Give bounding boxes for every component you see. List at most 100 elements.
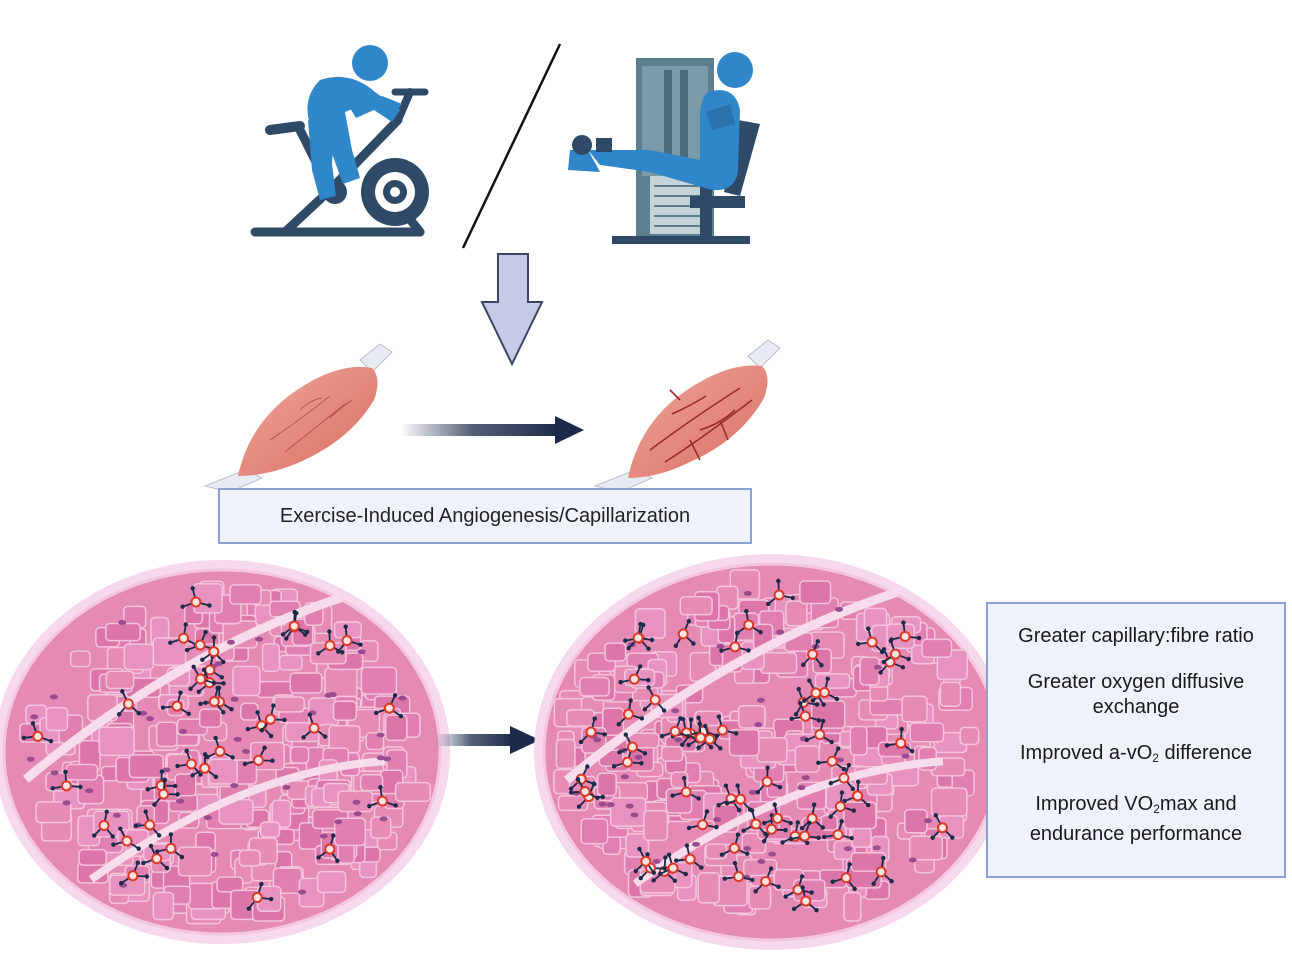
fascia-separator (563, 587, 899, 784)
diffusion-arrowhead (576, 804, 582, 809)
diffusion-arrowhead (672, 878, 678, 883)
capillary (122, 698, 134, 710)
capillary (799, 830, 811, 842)
diffusion-arrowhead (661, 708, 667, 713)
diffusion-arrowhead (398, 713, 404, 719)
fibre-cell (105, 670, 135, 690)
diffusion-arrowhead (156, 833, 162, 838)
diffusion-arrowhead (790, 595, 795, 601)
capillary (761, 776, 773, 788)
nucleus (692, 841, 701, 847)
capillary (832, 829, 844, 841)
diffusion-arrowhead (821, 702, 826, 707)
fibre-cell (580, 818, 609, 845)
diffusion-arrowhead (714, 825, 719, 830)
diffusion-arrowhead (259, 881, 264, 887)
diffusion-arrowhead (626, 646, 631, 651)
nucleus (756, 697, 765, 703)
fibre-cell (901, 695, 928, 723)
nucleus (210, 851, 219, 857)
capillary (760, 875, 772, 887)
diffusion-arrowhead (575, 777, 581, 782)
capillary (735, 793, 747, 805)
diffusion-arrowhead (184, 748, 189, 753)
diffusion-arrowhead (322, 734, 328, 739)
diffusion-arrowhead (642, 751, 648, 756)
nucleus (598, 801, 607, 807)
tissue-progression-arrow (436, 726, 540, 754)
nucleus (233, 736, 242, 742)
capillary (204, 664, 216, 676)
nucleus (145, 716, 154, 722)
capillary (649, 694, 661, 706)
diffusion-arrowhead (162, 777, 167, 783)
diffusion-arrowhead (798, 701, 803, 706)
capillary (814, 729, 826, 741)
nucleus (748, 789, 757, 795)
diffusion-arrowhead (190, 773, 195, 778)
diffusion-arrowhead (776, 578, 781, 584)
diffusion-arrowhead (186, 711, 191, 717)
diffusion-arrowhead (789, 716, 794, 722)
diffusion-arrowhead (303, 632, 308, 637)
diffusion-arrowhead (219, 675, 225, 680)
fibre-cell (198, 708, 222, 728)
diffusion-arrowhead (802, 698, 807, 703)
diffusion-arrowhead (268, 733, 274, 739)
diffusion-arrowhead (816, 835, 821, 841)
nucleus (398, 695, 407, 701)
fibre-cell (625, 833, 650, 858)
capillary (640, 855, 652, 867)
capillary (158, 788, 170, 800)
nucleus (674, 737, 683, 743)
nucleus (652, 858, 661, 864)
diffusion-arrowhead (616, 722, 621, 727)
diffusion-arrowhead (196, 689, 202, 694)
diffusion-arrowhead (852, 886, 857, 892)
fibre-cell (799, 580, 832, 605)
capillary (936, 822, 948, 834)
fibre-cell (45, 706, 69, 732)
diffusion-arrowhead (799, 874, 805, 879)
diffusion-arrowhead (658, 871, 663, 876)
capillary (669, 725, 681, 737)
muscle-progression-arrow (400, 416, 584, 444)
diffusion-arrowhead (753, 889, 758, 894)
fibre-cell (177, 846, 213, 877)
diffusion-arrowhead (763, 831, 768, 837)
diffusion-arrowhead (745, 851, 750, 856)
diffusion-arrowhead (190, 586, 195, 591)
diffusion-arrowhead (592, 716, 597, 721)
diffusion-arrowhead (881, 855, 886, 861)
diffusion-arrowhead (758, 630, 763, 635)
diffusion-arrowhead (901, 620, 906, 625)
diffusion-arrowhead (916, 635, 922, 641)
diffusion-arrowhead (145, 787, 150, 792)
diffusion-arrowhead (847, 862, 852, 867)
fibre-cell (604, 642, 627, 662)
diffusion-arrowhead (623, 638, 628, 643)
capillary (852, 790, 864, 802)
diffusion-arrowhead (268, 896, 274, 902)
fibre-cell (849, 725, 868, 756)
diffusion-arrowhead (246, 906, 252, 911)
diffusion-arrowhead (30, 721, 36, 726)
fibre-cell (232, 665, 261, 697)
nucleus (843, 846, 852, 852)
diffusion-arrowhead (92, 833, 97, 838)
diffusion-arrowhead (118, 881, 124, 886)
capillary (622, 708, 634, 720)
diffusion-arrowhead (178, 690, 183, 695)
diffusion-arrowhead (600, 794, 605, 800)
diffusion-arrowhead (175, 763, 180, 769)
nucleus (593, 737, 602, 743)
capillary (195, 673, 207, 685)
diffusion-arrowhead (780, 840, 785, 845)
nucleus (319, 833, 328, 839)
diffusion-arrowhead (800, 885, 805, 890)
capillary (717, 724, 729, 736)
diffusion-arrowhead (736, 807, 742, 813)
diffusion-arrowhead (819, 662, 824, 668)
fibre-cell (394, 781, 432, 802)
capillary (190, 596, 202, 608)
